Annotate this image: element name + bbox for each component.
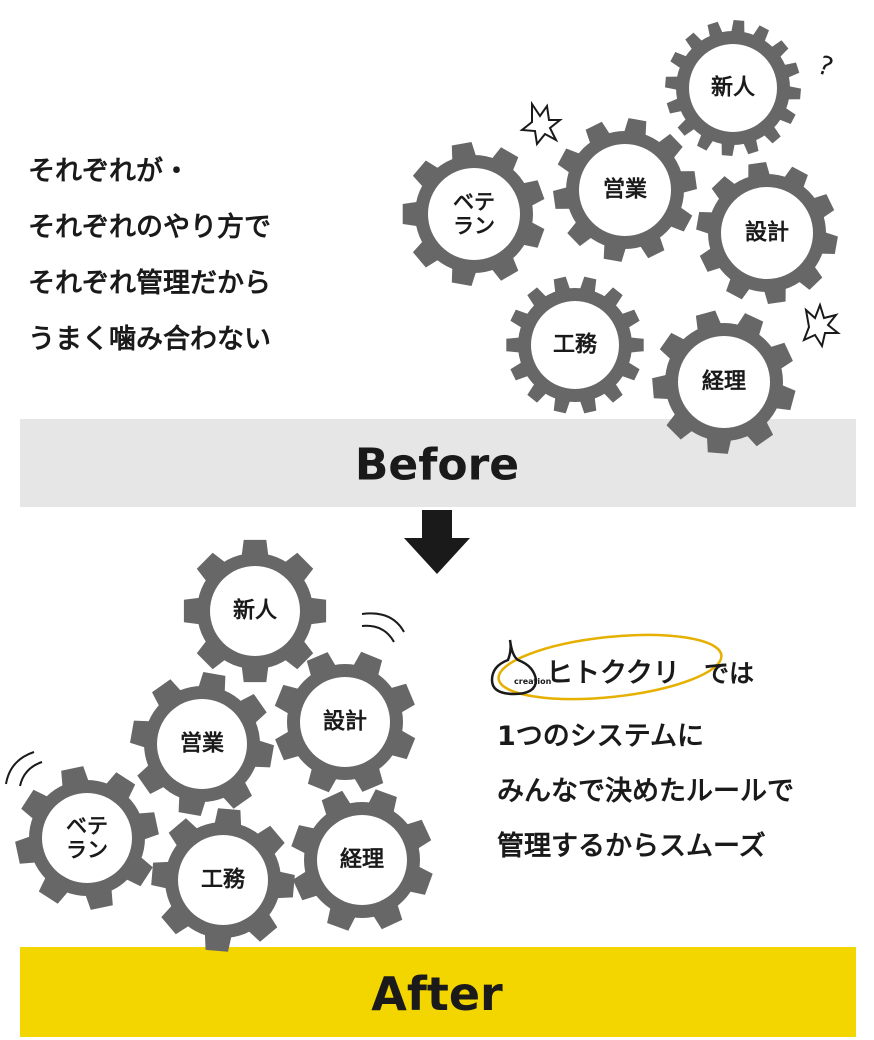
after-caption-suffix: では xyxy=(704,659,754,688)
before-caption-line-4: うまく噛み合わない xyxy=(28,323,271,355)
gear-label-line: ラン xyxy=(453,214,495,238)
gear-after-koumu: 工務 xyxy=(151,808,295,952)
gear-shinjin: 新人 xyxy=(665,20,801,156)
gear-face xyxy=(42,793,132,883)
gear-after-veteran: ベテラン xyxy=(15,766,159,910)
gear-face xyxy=(531,301,619,389)
after-caption-line-1: 1つのシステムに xyxy=(497,721,704,752)
gear-face xyxy=(178,835,268,925)
after-caption-line-2: みんなで決めたルールで xyxy=(497,776,794,807)
motion-lines-icon xyxy=(5,612,405,787)
gear-label-koumu: 工務 xyxy=(553,332,598,358)
gear-face xyxy=(678,336,770,428)
gear-after-eigyo: 営業 xyxy=(130,672,274,816)
question-mark: ? xyxy=(814,50,837,83)
gear-after-label-eigyo: 営業 xyxy=(180,731,225,757)
before-label: Before xyxy=(355,440,519,491)
spark-icon-1 xyxy=(519,100,563,147)
gear-after-label-veteran: ベテラン xyxy=(66,814,108,862)
before-section: それぞれが・ それぞれのやり方で それぞれ管理だから うまく噛み合わない 新人 … xyxy=(20,20,856,507)
before-gears: 新人 営業 設計 ベテラン 工務 経理 xyxy=(402,20,838,454)
gear-label-veteran: ベテラン xyxy=(453,190,495,238)
gear-after-sekkei: 設計 xyxy=(274,651,416,793)
gear-label-line: ベテ xyxy=(66,814,108,838)
gear-veteran: ベテラン xyxy=(402,142,545,286)
logo-drop-icon xyxy=(490,639,538,696)
gear-face xyxy=(157,699,247,789)
logo-small-text: creation xyxy=(514,677,552,686)
before-caption-line-2: それぞれのやり方で xyxy=(28,211,271,243)
gear-label-keiri: 経理 xyxy=(702,369,746,395)
gear-after-label-sekkei: 設計 xyxy=(323,709,367,735)
before-caption-line-1: それぞれが・ xyxy=(28,155,190,187)
gear-label-line: ラン xyxy=(66,838,108,862)
gear-sekkei: 設計 xyxy=(696,162,838,304)
gear-after-label-koumu: 工務 xyxy=(201,867,246,893)
gear-face xyxy=(689,44,777,132)
gear-face xyxy=(210,566,300,656)
after-label: After xyxy=(371,967,503,1021)
gear-eigyo: 営業 xyxy=(553,118,697,262)
logo-ring xyxy=(497,633,723,701)
gear-label-line: ベテ xyxy=(453,190,495,214)
gear-koumu: 工務 xyxy=(506,276,644,414)
gear-face xyxy=(721,187,813,279)
gear-label-shinjin: 新人 xyxy=(711,75,755,101)
gear-keiri: 経理 xyxy=(652,310,796,454)
gear-after-keiri: 経理 xyxy=(291,789,433,931)
gear-label-eigyo: 営業 xyxy=(603,177,648,203)
after-caption: 1つのシステムに みんなで決めたルールで 管理するからスムーズ xyxy=(497,721,794,862)
gear-face xyxy=(428,168,520,260)
down-arrow-icon xyxy=(404,510,470,574)
after-gears: 新人 営業 設計 ベテラン 工務 経理 xyxy=(15,539,433,952)
gear-after-label-keiri: 経理 xyxy=(340,847,384,873)
gear-after-label-shinjin: 新人 xyxy=(233,598,277,624)
after-caption-line-3: 管理するからスムーズ xyxy=(497,830,766,862)
gear-face xyxy=(579,144,671,236)
after-band xyxy=(20,947,856,1037)
hitokukuri-logo: creation ヒトククリ では xyxy=(490,633,754,701)
gear-face xyxy=(300,677,390,767)
before-caption: それぞれが・ それぞれのやり方で それぞれ管理だから うまく噛み合わない xyxy=(28,155,271,355)
logo-name: ヒトククリ xyxy=(546,658,680,689)
spark-icon-2 xyxy=(802,301,841,349)
before-caption-line-3: それぞれ管理だから xyxy=(28,268,271,299)
gear-face xyxy=(317,815,407,905)
gear-label-sekkei: 設計 xyxy=(745,220,789,246)
gear-after-shinjin: 新人 xyxy=(183,539,327,683)
after-section: 新人 営業 設計 ベテラン 工務 経理 xyxy=(5,539,856,1037)
